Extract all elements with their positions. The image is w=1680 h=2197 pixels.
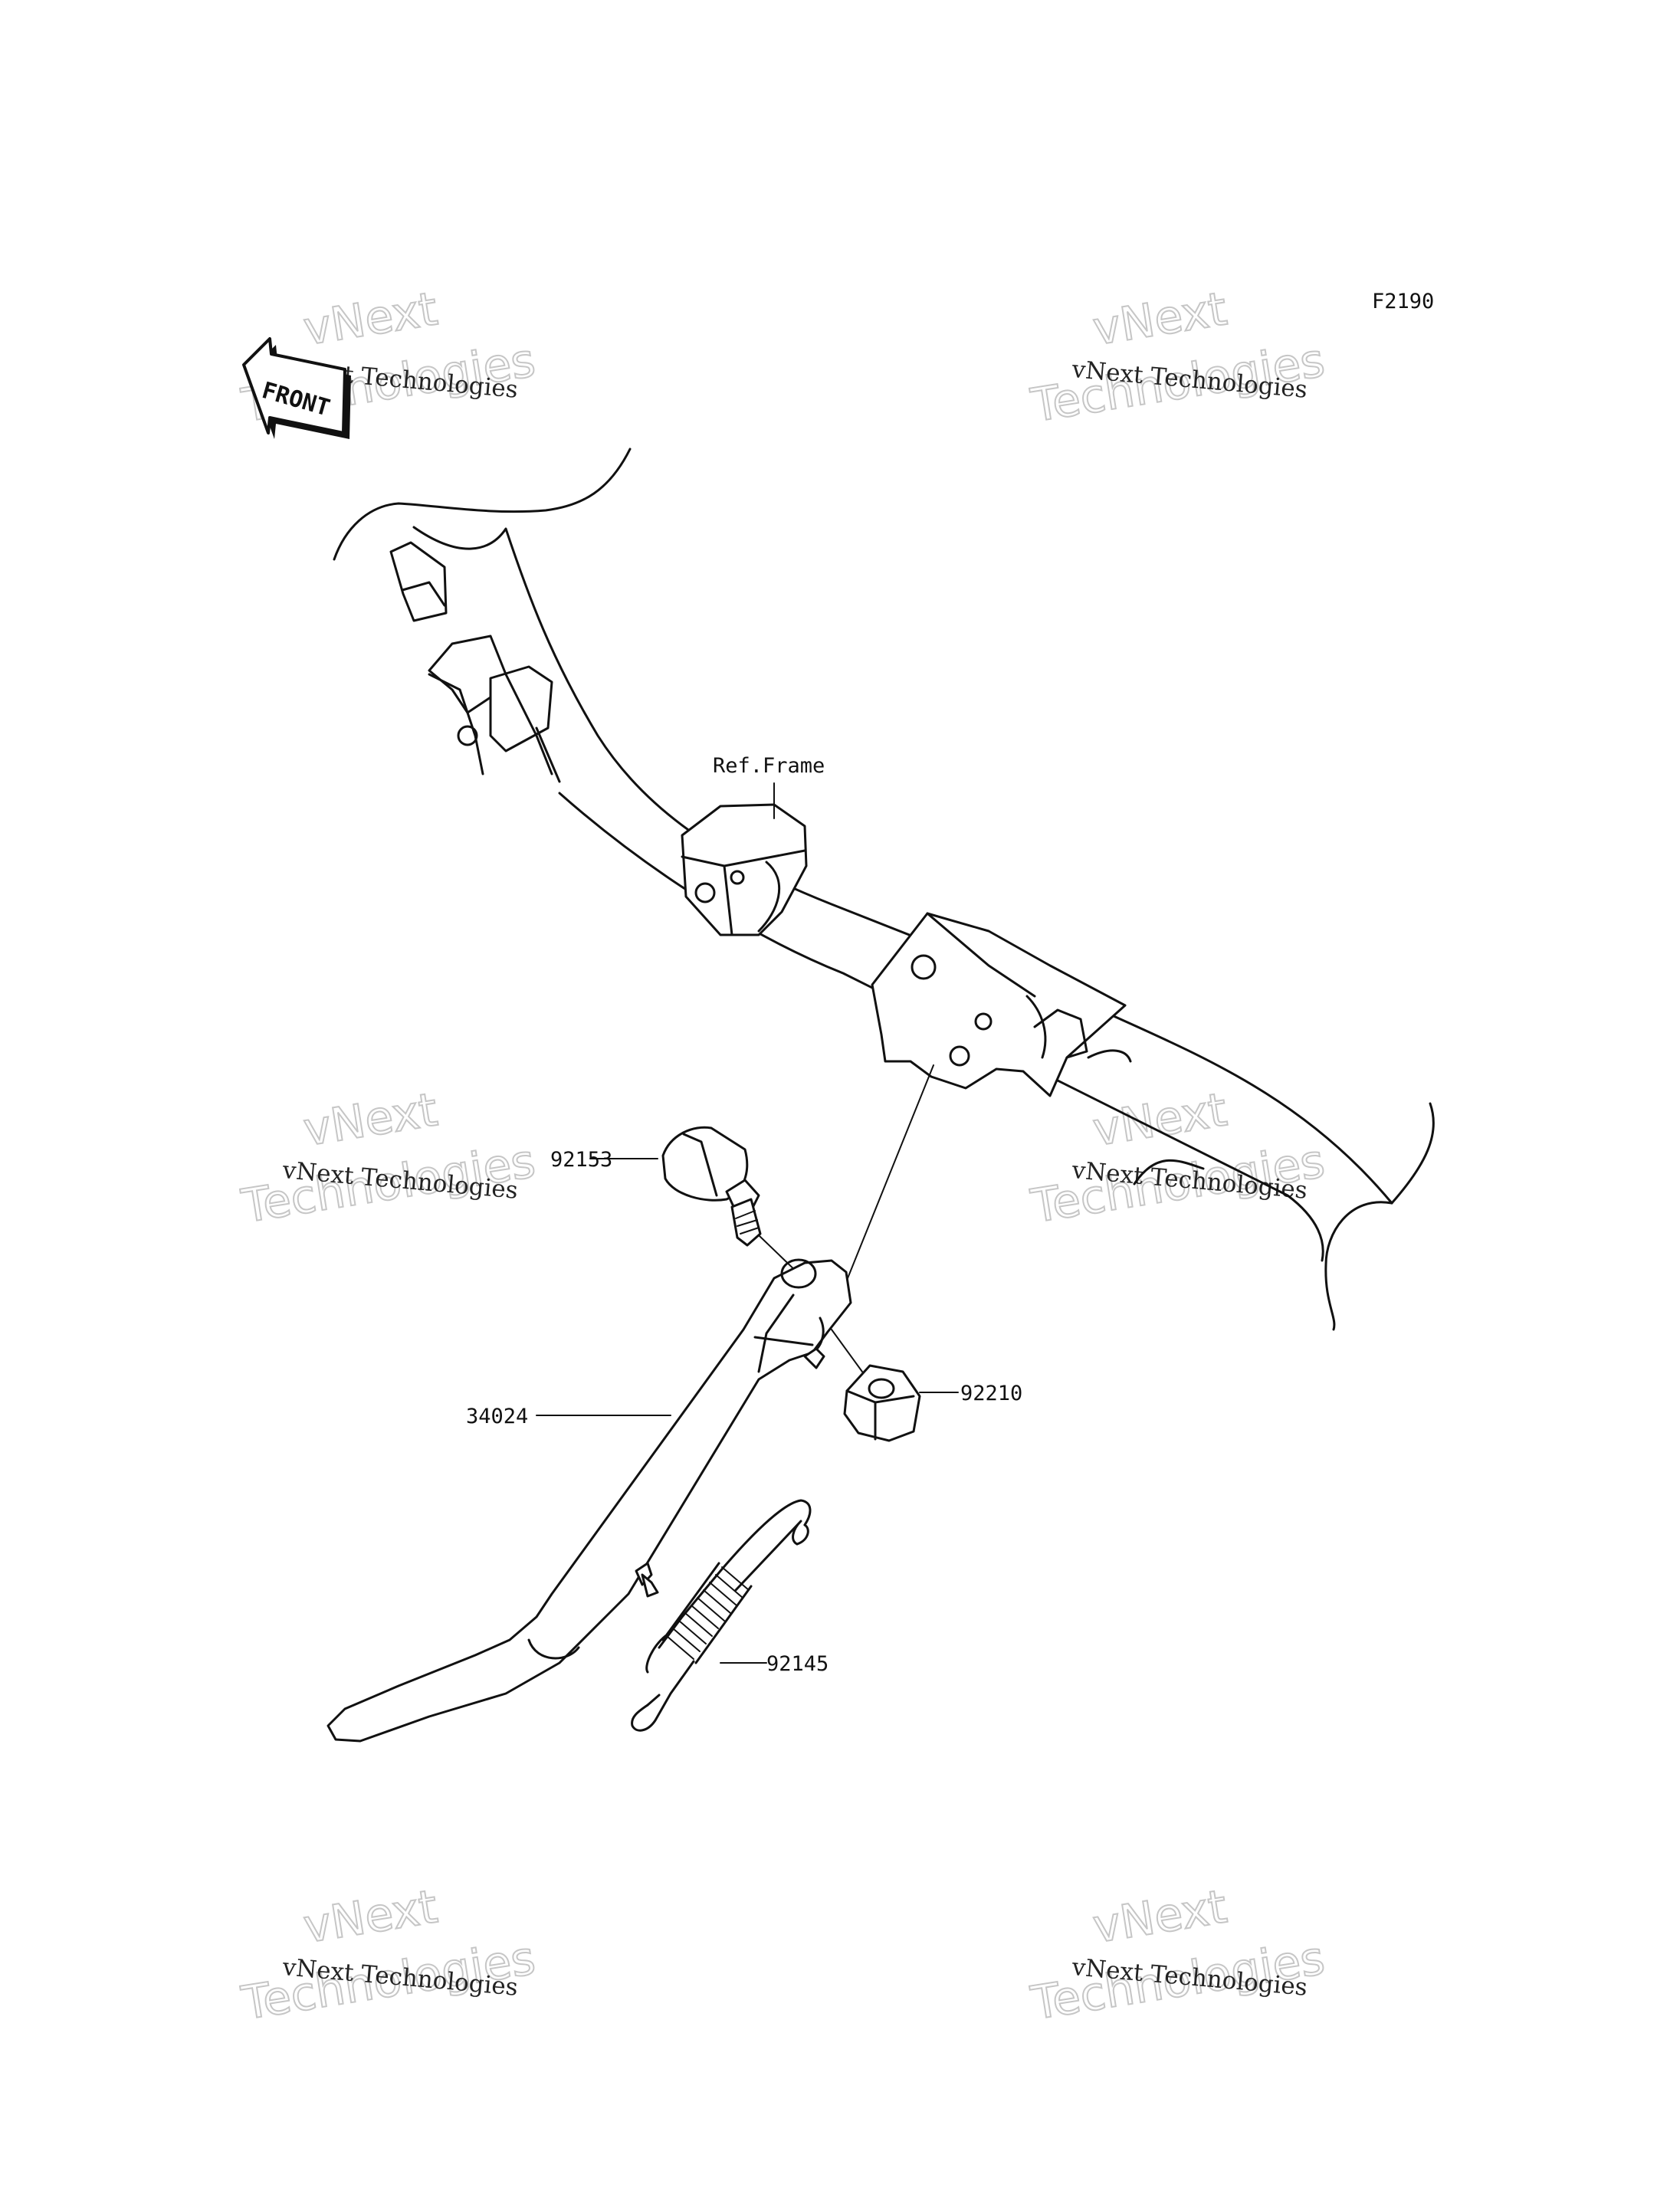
- ref-frame-bracket: Ref.Frame: [681, 754, 825, 936]
- diagram-code: F2190: [1372, 290, 1434, 313]
- watermark-top-word: vNext: [300, 1880, 441, 1954]
- frame-tube: [333, 448, 1435, 1331]
- part-number-92210: 92210: [960, 1382, 1022, 1405]
- part-number-92145: 92145: [766, 1652, 829, 1676]
- watermark-top-word: vNext: [1089, 282, 1230, 356]
- side-stand-34024: 34024: [326, 1064, 934, 1743]
- watermark-bottom-right: vNext Technologies vNext Technologies: [1026, 1879, 1329, 2031]
- ref-frame-label: Ref.Frame: [713, 754, 825, 778]
- watermark-top-word: vNext: [1089, 1083, 1230, 1157]
- upper-frame-bracket: [389, 541, 561, 783]
- bolt-92153: 92153: [550, 1126, 802, 1277]
- spring-92145: 92145: [631, 1499, 829, 1732]
- watermark-top-word: vNext: [300, 1083, 441, 1157]
- part-number-34024: 34024: [466, 1405, 528, 1428]
- watermark-top-word: vNext: [1089, 1880, 1230, 1954]
- watermark-middle-left: vNext Technologies vNext Technologies: [237, 1082, 540, 1235]
- stand-mounting-bracket: [871, 912, 1132, 1097]
- watermark-top-right: vNext Technologies vNext Technologies: [1026, 281, 1329, 434]
- watermark-bottom-left: vNext Technologies vNext Technologies: [237, 1879, 540, 2031]
- part-number-92153: 92153: [550, 1148, 612, 1172]
- spring-coils: [661, 1562, 753, 1664]
- front-arrow-icon: FRONT: [242, 337, 351, 439]
- nut-92210: 92210: [831, 1329, 1022, 1442]
- watermark-top-word: vNext: [300, 282, 441, 356]
